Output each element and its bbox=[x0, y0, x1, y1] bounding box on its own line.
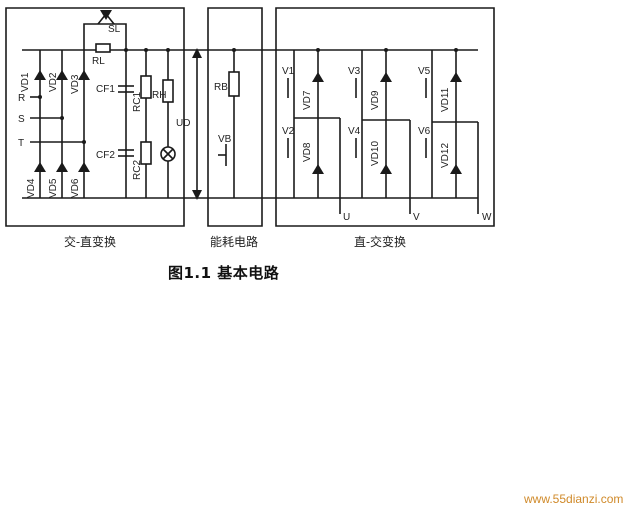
label-r: R bbox=[18, 93, 25, 104]
diode-vd7-symbol bbox=[312, 72, 324, 82]
label-rb: RB bbox=[214, 82, 228, 93]
label-t: T bbox=[18, 138, 24, 149]
label-vd8: VD8 bbox=[302, 142, 313, 162]
label-cf1: CF1 bbox=[96, 84, 115, 95]
diode-vd8-symbol bbox=[312, 164, 324, 174]
label-vd3: VD3 bbox=[70, 74, 81, 94]
diode-vd10-symbol bbox=[380, 164, 392, 174]
label-v3: V3 bbox=[348, 66, 361, 77]
label-ud: UD bbox=[176, 118, 190, 129]
diode-vd4-symbol bbox=[34, 162, 46, 172]
label-vd6: VD6 bbox=[70, 178, 81, 198]
label-v6: V6 bbox=[418, 126, 431, 137]
braking-box bbox=[207, 7, 263, 227]
label-v2: V2 bbox=[282, 126, 295, 137]
diode-vd11-symbol bbox=[450, 72, 462, 82]
label-v: V bbox=[413, 212, 420, 223]
label-rc1: RC1 bbox=[132, 92, 143, 112]
label-vd5: VD5 bbox=[48, 178, 59, 198]
diode-vd2-symbol bbox=[56, 70, 68, 80]
label-vd1: VD1 bbox=[20, 72, 31, 92]
inverter-box bbox=[275, 7, 495, 227]
label-vd12: VD12 bbox=[440, 143, 451, 168]
diode-vd3-symbol bbox=[78, 70, 90, 80]
resistor-rc2-symbol bbox=[140, 141, 152, 165]
thyristor-sl-symbol bbox=[100, 10, 112, 20]
label-vd7: VD7 bbox=[302, 90, 313, 110]
label-vd4: VD4 bbox=[26, 178, 37, 198]
label-sl: SL bbox=[108, 24, 121, 35]
diode-vd12-symbol bbox=[450, 164, 462, 174]
label-v4: V4 bbox=[348, 126, 361, 137]
diode-vd9-symbol bbox=[380, 72, 392, 82]
diode-vd5-symbol bbox=[56, 162, 68, 172]
label-rl: RL bbox=[92, 56, 105, 67]
resistor-rl-symbol bbox=[95, 43, 111, 53]
label-u: U bbox=[343, 212, 350, 223]
circuit-diagram: R S T VD1 VD2 VD3 VD4 VD5 VD6 SL RL CF1 … bbox=[5, 7, 495, 249]
label-vd10: VD10 bbox=[370, 141, 381, 166]
label-cf2: CF2 bbox=[96, 150, 115, 161]
rectifier-box bbox=[5, 7, 185, 227]
label-v1: V1 bbox=[282, 66, 295, 77]
figure-caption: 图1.1 基本电路 bbox=[168, 264, 280, 282]
label-rc2: RC2 bbox=[132, 160, 143, 180]
resistor-rh-symbol bbox=[162, 79, 174, 103]
label-rh: RH bbox=[152, 90, 166, 101]
label-w: W bbox=[482, 212, 492, 223]
resistor-rb-symbol bbox=[228, 71, 240, 97]
section-label-braking: 能耗电路 bbox=[210, 234, 258, 249]
diode-vd1-symbol bbox=[34, 70, 46, 80]
label-vd9: VD9 bbox=[370, 90, 381, 110]
label-s: S bbox=[18, 114, 25, 125]
resistor-rc1-symbol bbox=[140, 75, 152, 99]
label-vd2: VD2 bbox=[48, 72, 59, 92]
label-vb: VB bbox=[218, 134, 232, 145]
section-label-inverter: 直-交变换 bbox=[354, 234, 406, 249]
label-v5: V5 bbox=[418, 66, 431, 77]
watermark: www.55dianzi.com bbox=[524, 492, 624, 506]
diode-vd6-symbol bbox=[78, 162, 90, 172]
label-vd11: VD11 bbox=[440, 87, 451, 112]
section-label-rectifier: 交-直变换 bbox=[64, 234, 116, 249]
